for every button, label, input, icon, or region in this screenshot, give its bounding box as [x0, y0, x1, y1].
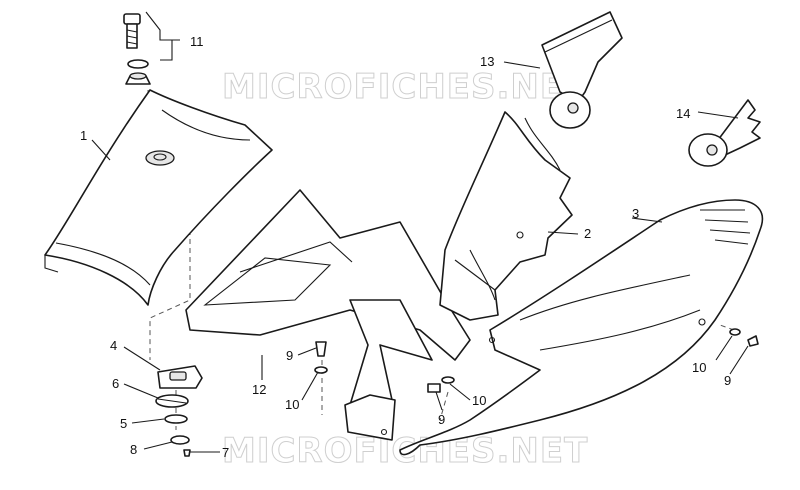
watermark-top: MICROFICHES.NET — [222, 67, 588, 107]
part-14-bracket — [688, 99, 761, 167]
callout-2: 2 — [584, 226, 591, 241]
callout-5: 5 — [120, 416, 127, 431]
callout-7: 7 — [222, 445, 229, 460]
callout-6: 6 — [112, 376, 119, 391]
callout-9-center: 9 — [286, 348, 293, 363]
part-11-screw — [123, 13, 151, 85]
part-2-side-cover — [439, 111, 573, 321]
part-3-floor-panel — [399, 199, 764, 456]
callout-13: 13 — [480, 54, 494, 69]
callout-10-lower: 10 — [472, 393, 486, 408]
parts-4-8-latch — [155, 365, 203, 457]
callout-4: 4 — [110, 338, 117, 353]
callout-14: 14 — [676, 106, 690, 121]
callout-8: 8 — [130, 442, 137, 457]
callout-11: 11 — [190, 34, 204, 49]
callout-9-lower: 9 — [438, 412, 445, 427]
callout-3: 3 — [632, 206, 639, 221]
part-1-panel — [44, 89, 273, 306]
part-13-bracket — [541, 11, 623, 129]
callout-9-right: 9 — [724, 373, 731, 388]
callout-1: 1 — [80, 128, 87, 143]
fasteners — [314, 328, 759, 393]
leader-lines — [91, 11, 749, 453]
callout-10-right: 10 — [692, 360, 706, 375]
callout-10-center: 10 — [285, 397, 299, 412]
part-12-tunnel-cover — [185, 189, 471, 441]
callout-12: 12 — [252, 382, 266, 397]
callouts: 11 1 13 14 3 2 12 4 6 5 8 7 9 10 9 10 10… — [80, 34, 731, 460]
